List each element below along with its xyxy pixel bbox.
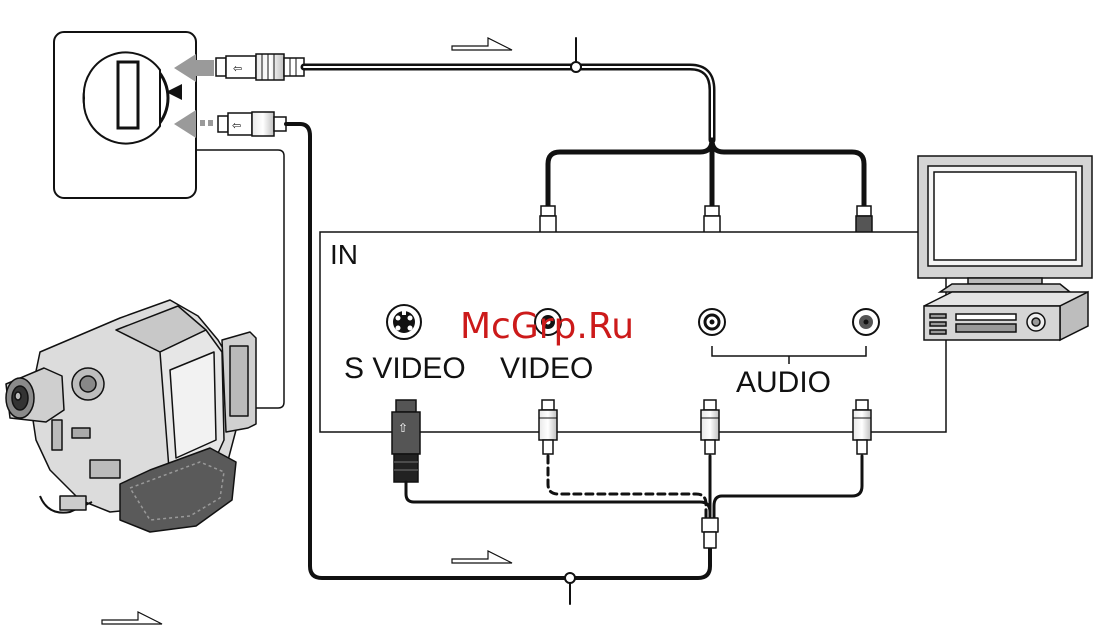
audio-left-jack-icon bbox=[699, 309, 725, 335]
camcorder-icon bbox=[6, 300, 256, 532]
video-plug-bottom bbox=[539, 400, 557, 454]
panel-title: IN bbox=[330, 239, 358, 270]
av-cable bbox=[304, 38, 864, 208]
s-video-jack-icon bbox=[387, 305, 421, 339]
av-jack-icon bbox=[84, 52, 168, 143]
s-video-plug: ⇧ bbox=[392, 400, 420, 482]
audio-right-plug-bottom bbox=[853, 400, 871, 454]
s-video-label: S VIDEO bbox=[344, 352, 466, 385]
signal-flow-arrow-icon bbox=[452, 38, 512, 50]
bottom-cable-merge bbox=[406, 456, 862, 548]
vcr-icon bbox=[924, 292, 1088, 340]
av-cable-plug: ⇦ bbox=[216, 54, 304, 80]
watermark: McGrp.Ru bbox=[460, 306, 634, 347]
signal-flow-arrow-icon bbox=[452, 551, 512, 563]
audio-right-jack-icon bbox=[853, 309, 879, 335]
svg-text:⇦: ⇦ bbox=[232, 119, 241, 132]
signal-flow-arrow-icon bbox=[102, 612, 162, 624]
jack-closeup bbox=[54, 32, 214, 198]
audio-label: AUDIO bbox=[736, 366, 831, 399]
svg-text:⇦: ⇦ bbox=[233, 62, 242, 75]
svg-text:⇧: ⇧ bbox=[398, 421, 408, 435]
tv-icon bbox=[918, 156, 1092, 292]
s-video-cable-plug: ⇦ bbox=[218, 112, 286, 136]
video-label: VIDEO bbox=[500, 352, 593, 385]
audio-left-plug-bottom bbox=[701, 400, 719, 454]
